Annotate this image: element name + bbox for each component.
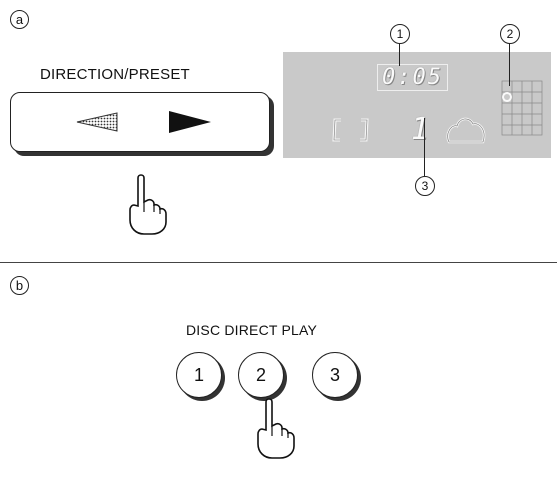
section-b-marker: b (10, 276, 29, 295)
callout-2-leader (509, 44, 510, 86)
pointing-hand-icon (129, 174, 167, 235)
forward-arrow-icon (169, 111, 211, 133)
reverse-arrow-icon (76, 112, 118, 132)
bracket-indicator (331, 118, 371, 142)
callout-1-leader (399, 44, 400, 66)
callout-3-leader (424, 118, 425, 176)
disc-direct-play-label: DISC DIRECT PLAY (186, 322, 318, 338)
disc-grid-indicator (501, 80, 545, 138)
section-divider (0, 262, 557, 263)
disc-3-button[interactable]: 3 (312, 352, 358, 398)
disc-2-button[interactable]: 2 (238, 352, 284, 398)
disc-changer-icon (446, 117, 486, 144)
callout-3: 3 (415, 176, 435, 196)
disc-number-readout: 1 (411, 112, 430, 147)
direction-preset-button[interactable] (10, 92, 270, 152)
time-readout: 0:05 (377, 64, 448, 91)
callout-2: 2 (500, 24, 520, 44)
section-a-marker: a (10, 10, 29, 29)
pointing-hand-icon (257, 398, 295, 459)
direction-preset-label: DIRECTION/PRESET (40, 66, 190, 83)
disc-1-button[interactable]: 1 (176, 352, 222, 398)
callout-1: 1 (390, 24, 410, 44)
cd-display-panel: 0:05 1 (283, 52, 551, 158)
